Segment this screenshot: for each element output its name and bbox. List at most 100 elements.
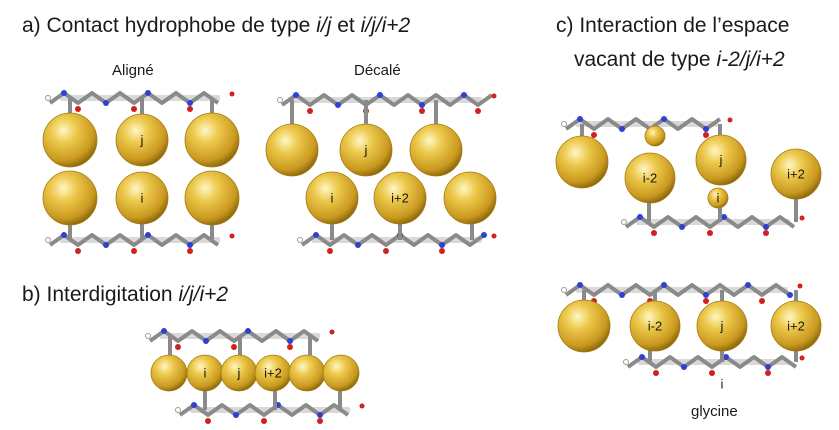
panel-c-title-line2: vacant de type i-2/j/i+2	[574, 48, 785, 72]
nitrogen-atom	[765, 364, 771, 370]
hydrogen-atom	[45, 95, 51, 101]
residue-sphere	[265, 123, 319, 177]
backbone-chain	[564, 283, 792, 297]
residue-label: j	[720, 319, 724, 334]
panel-b-title-em: i/j/i+2	[178, 283, 229, 306]
nitrogen-atom	[619, 292, 625, 298]
residue-sphere	[555, 135, 609, 189]
nitrogen-atom	[461, 92, 467, 98]
residue-label: j	[237, 366, 241, 381]
oxygen-atom	[475, 108, 481, 114]
nitrogen-atom	[577, 282, 583, 288]
residue-sphere	[288, 354, 326, 392]
oxygen-atom	[175, 344, 181, 350]
oxygen-atom	[131, 248, 137, 254]
backbone-c-top-lower	[621, 214, 805, 236]
oxygen-atom	[205, 418, 211, 424]
nitrogen-atom	[145, 90, 151, 96]
residue-label: i+2	[264, 366, 282, 381]
panel-c-title-line2-text: vacant de type	[574, 48, 717, 71]
residue-label: i	[204, 366, 207, 381]
residue-sphere	[443, 171, 497, 225]
residue-label-glycine-i: i	[721, 377, 724, 392]
backbone-a-shifted-bottom	[297, 232, 497, 254]
nitrogen-atom	[61, 232, 67, 238]
nitrogen-atom	[721, 214, 727, 220]
oxygen-atom	[383, 248, 389, 254]
backbone-chain	[564, 117, 722, 131]
hydrogen-atom	[621, 219, 627, 225]
oxygen-atom	[703, 298, 709, 304]
backbone-c-bottom-lower	[623, 354, 805, 376]
nitrogen-atom	[419, 102, 425, 108]
residue-sphere	[644, 125, 666, 147]
nitrogen-atom	[103, 100, 109, 106]
oxygen-atom	[763, 230, 769, 236]
terminal-oxygen-atom	[359, 403, 365, 409]
residue-sphere	[339, 123, 393, 177]
nitrogen-atom	[577, 116, 583, 122]
hydrogen-atom	[297, 237, 303, 243]
nitrogen-atom	[203, 338, 209, 344]
residue-label: j	[140, 133, 144, 148]
oxygen-atom	[591, 132, 597, 138]
nitrogen-atom	[679, 224, 685, 230]
oxygen-atom	[765, 370, 771, 376]
residue-sphere	[184, 112, 240, 168]
residue-label: i	[717, 191, 720, 206]
nitrogen-atom	[355, 242, 361, 248]
nitrogen-atom	[377, 92, 383, 98]
residue-label: i-2	[643, 171, 657, 186]
terminal-oxygen-atom	[329, 329, 335, 335]
terminal-oxygen-atom	[491, 93, 497, 99]
residue-label: i+2	[391, 191, 409, 206]
terminal-oxygen-atom	[799, 355, 805, 361]
nitrogen-atom	[637, 214, 643, 220]
nitrogen-atom	[681, 364, 687, 370]
nitrogen-atom	[639, 354, 645, 360]
residue-sphere	[696, 300, 748, 352]
residue-sphere	[150, 354, 188, 392]
oxygen-atom	[703, 132, 709, 138]
nitrogen-atom	[287, 338, 293, 344]
hydrogen-atom	[561, 287, 567, 293]
aligned-subtitle: Aligné	[112, 62, 154, 79]
terminal-oxygen-atom	[229, 91, 235, 97]
nitrogen-atom	[161, 328, 167, 334]
panel-c-title-line2-em: i-2/j/i+2	[716, 48, 785, 71]
oxygen-atom	[75, 106, 81, 112]
residue-label: i-2	[648, 319, 662, 334]
residue-label: i+2	[787, 167, 805, 182]
residue-label: j	[719, 153, 723, 168]
panel-a-title-em2: i/j/i+2	[360, 14, 411, 37]
residue-label: i+2	[787, 319, 805, 334]
shifted-subtitle: Décalé	[354, 62, 401, 79]
backbone-chain	[300, 233, 486, 247]
terminal-oxygen-atom	[229, 233, 235, 239]
residue-sphere	[557, 299, 611, 353]
oxygen-atom	[707, 230, 713, 236]
panel-b-title-text: b) Interdigitation	[22, 283, 179, 306]
nitrogen-atom	[187, 100, 193, 106]
terminal-oxygen-atom	[799, 215, 805, 221]
oxygen-atom	[419, 108, 425, 114]
terminal-oxygen-atom	[797, 283, 803, 289]
terminal-oxygen-atom	[727, 117, 733, 123]
residue-sphere	[115, 171, 169, 225]
residue-sphere	[409, 123, 463, 177]
residue-sphere	[115, 113, 169, 167]
residue-label: i	[331, 191, 334, 206]
panel-b-title: b) Interdigitation i/j/i+2	[22, 283, 228, 307]
nitrogen-atom	[293, 92, 299, 98]
oxygen-atom	[651, 230, 657, 236]
oxygen-atom	[317, 418, 323, 424]
panel-a-title-text: a) Contact hydrophobe de type	[22, 14, 317, 37]
panel-a-title-em1: i/j	[316, 14, 332, 37]
oxygen-atom	[75, 248, 81, 254]
nitrogen-atom	[191, 402, 197, 408]
residue-label: j	[364, 143, 368, 158]
hydrogen-atom	[623, 359, 629, 365]
nitrogen-atom	[787, 292, 793, 298]
oxygen-atom	[131, 106, 137, 112]
